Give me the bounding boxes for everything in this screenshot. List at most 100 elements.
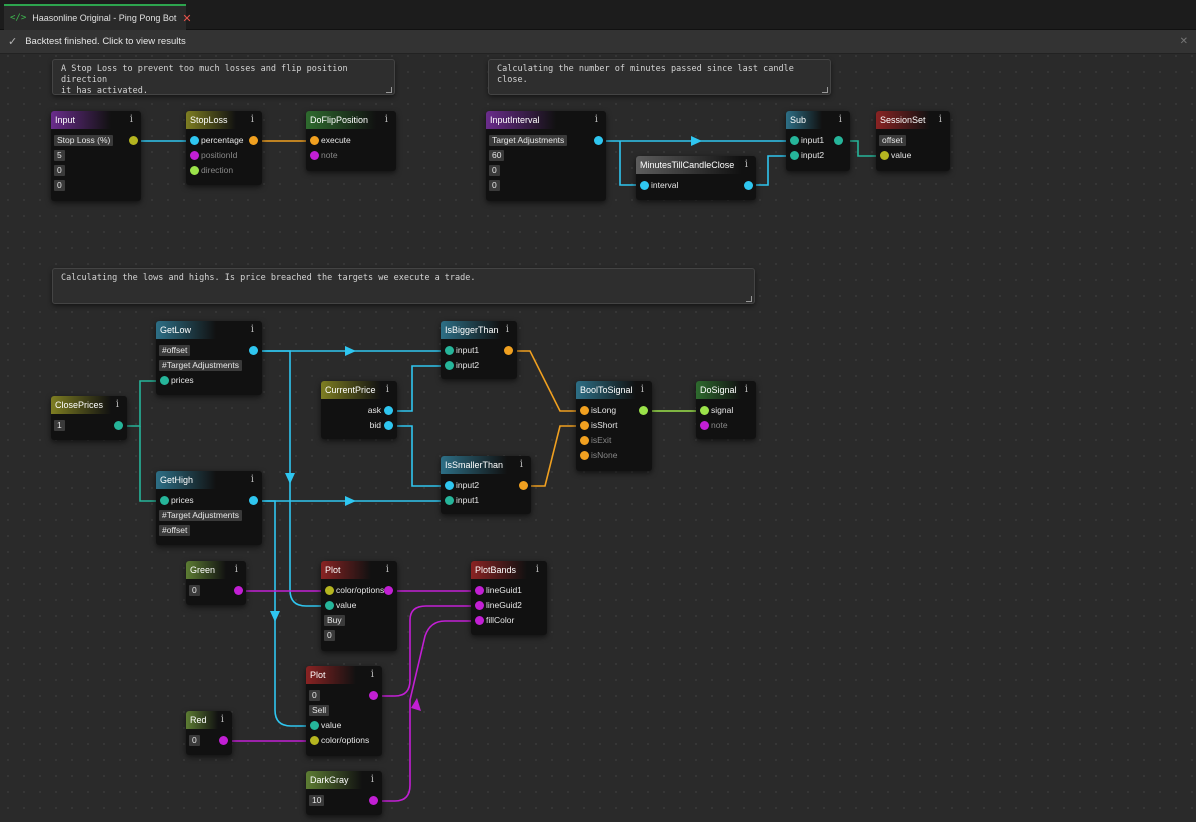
output-pin[interactable]	[384, 421, 393, 430]
node-plotbands[interactable]: PlotBands i lineGuid1 lineGuid2 fillColo…	[471, 561, 547, 635]
opacity-field[interactable]: 0	[189, 584, 200, 596]
info-icon[interactable]: i	[744, 384, 748, 395]
plot-chart-index-field[interactable]: 0	[309, 689, 320, 701]
info-icon[interactable]: i	[234, 564, 238, 575]
info-icon[interactable]: i	[250, 324, 254, 335]
node-sub[interactable]: Sub i input1 input2	[786, 111, 850, 171]
input-pin[interactable]	[580, 436, 589, 445]
input-pin[interactable]	[640, 181, 649, 190]
info-icon[interactable]: i	[519, 459, 523, 470]
input-pin[interactable]	[475, 586, 484, 595]
node-title[interactable]: Sub	[786, 111, 822, 129]
info-icon[interactable]: i	[640, 384, 644, 395]
output-pin[interactable]	[834, 136, 843, 145]
info-icon[interactable]: i	[250, 474, 254, 485]
input-pin[interactable]	[325, 586, 334, 595]
node-green[interactable]: Green i 0	[186, 561, 246, 605]
node-title[interactable]: Input	[51, 111, 111, 129]
info-icon[interactable]: i	[384, 114, 388, 125]
output-pin[interactable]	[114, 421, 123, 430]
node-currentprice[interactable]: CurrentPrice i ask bid	[321, 381, 397, 439]
info-icon[interactable]: i	[505, 324, 509, 335]
input-pin[interactable]	[580, 406, 589, 415]
node-closeprices[interactable]: ClosePrices i 1	[51, 396, 127, 440]
output-pin[interactable]	[219, 736, 228, 745]
input-pin[interactable]	[445, 496, 454, 505]
input-pin[interactable]	[190, 166, 199, 175]
info-icon[interactable]: i	[838, 114, 842, 125]
node-title[interactable]: DoFlipPosition	[306, 111, 376, 129]
input-pin[interactable]	[580, 451, 589, 460]
input-pin[interactable]	[475, 616, 484, 625]
info-icon[interactable]: i	[535, 564, 539, 575]
node-sessionset[interactable]: SessionSet i offset value	[876, 111, 950, 171]
node-title[interactable]: DarkGray	[306, 771, 362, 789]
node-title[interactable]: InputInterval	[486, 111, 556, 129]
node-dosignal[interactable]: DoSignal i signal note	[696, 381, 756, 439]
notice-close-icon[interactable]: ✕	[1179, 36, 1188, 47]
plot-chart-index-field[interactable]: 0	[324, 629, 335, 641]
interval-field[interactable]: #Target Adjustments	[159, 359, 243, 371]
output-pin[interactable]	[744, 181, 753, 190]
node-doflipposition[interactable]: DoFlipPosition i execute note	[306, 111, 396, 171]
node-input[interactable]: Input i Stop Loss (%) 5 0 0	[51, 111, 141, 201]
node-title[interactable]: BoolToSignal	[576, 381, 636, 399]
input-pin[interactable]	[190, 151, 199, 160]
interval-field[interactable]: #Target Adjustments	[159, 509, 243, 521]
info-icon[interactable]: i	[385, 564, 389, 575]
output-pin[interactable]	[249, 496, 258, 505]
node-title[interactable]: DoSignal	[696, 381, 741, 399]
node-plot-buy[interactable]: Plot i color/options value Buy 0	[321, 561, 397, 651]
input-pin[interactable]	[445, 481, 454, 490]
input-pin[interactable]	[445, 361, 454, 370]
resize-grip-icon[interactable]	[386, 87, 392, 93]
node-title[interactable]: SessionSet	[876, 111, 930, 129]
comment-stoploss[interactable]: A Stop Loss to prevent too much losses a…	[52, 59, 395, 96]
input-default-field[interactable]: 5	[54, 149, 65, 161]
output-pin[interactable]	[129, 136, 138, 145]
input-pin[interactable]	[160, 496, 169, 505]
output-pin[interactable]	[369, 796, 378, 805]
input-max-field[interactable]: 0	[489, 179, 500, 191]
offset-field[interactable]: #offset	[159, 524, 191, 536]
resize-grip-icon[interactable]	[746, 296, 752, 302]
output-pin[interactable]	[249, 136, 258, 145]
comment-minutes[interactable]: Calculating the number of minutes passed…	[488, 59, 831, 95]
node-isbiggerthan[interactable]: IsBiggerThan i input1 input2	[441, 321, 517, 379]
node-title[interactable]: PlotBands	[471, 561, 527, 579]
info-icon[interactable]: i	[115, 399, 119, 410]
input-pin[interactable]	[580, 421, 589, 430]
resize-grip-icon[interactable]	[822, 87, 828, 93]
input-pin[interactable]	[310, 136, 319, 145]
input-pin[interactable]	[790, 136, 799, 145]
offset-field[interactable]: #offset	[159, 344, 191, 356]
input-name-field[interactable]: Stop Loss (%)	[54, 134, 114, 146]
output-pin[interactable]	[594, 136, 603, 145]
node-plot-sell[interactable]: Plot i 0 Sell value color/options	[306, 666, 382, 756]
node-title[interactable]: GetLow	[156, 321, 216, 339]
output-pin[interactable]	[639, 406, 648, 415]
info-icon[interactable]: i	[385, 384, 389, 395]
info-icon[interactable]: i	[370, 669, 374, 680]
node-title[interactable]: MinutesTillCandleClose	[636, 156, 741, 174]
node-minutestillcandleclose[interactable]: MinutesTillCandleClose i interval	[636, 156, 756, 200]
info-icon[interactable]: i	[220, 714, 224, 725]
node-title[interactable]: Red	[186, 711, 218, 729]
input-pin[interactable]	[310, 721, 319, 730]
input-pin[interactable]	[475, 601, 484, 610]
input-min-field[interactable]: 0	[489, 164, 500, 176]
node-getlow[interactable]: GetLow i #offset #Target Adjustments pri…	[156, 321, 262, 395]
info-icon[interactable]: i	[370, 774, 374, 785]
node-title[interactable]: Green	[186, 561, 226, 579]
opacity-field[interactable]: 10	[309, 794, 325, 806]
input-name-field[interactable]: Target Adjustments	[489, 134, 568, 146]
node-title[interactable]: Plot	[321, 561, 371, 579]
input-pin[interactable]	[310, 736, 319, 745]
input-pin[interactable]	[310, 151, 319, 160]
output-pin[interactable]	[384, 586, 393, 595]
session-key-field[interactable]: offset	[879, 134, 906, 146]
node-title[interactable]: IsSmallerThan	[441, 456, 507, 474]
input-default-field[interactable]: 60	[489, 149, 505, 161]
input-pin[interactable]	[445, 346, 454, 355]
input-min-field[interactable]: 0	[54, 164, 65, 176]
